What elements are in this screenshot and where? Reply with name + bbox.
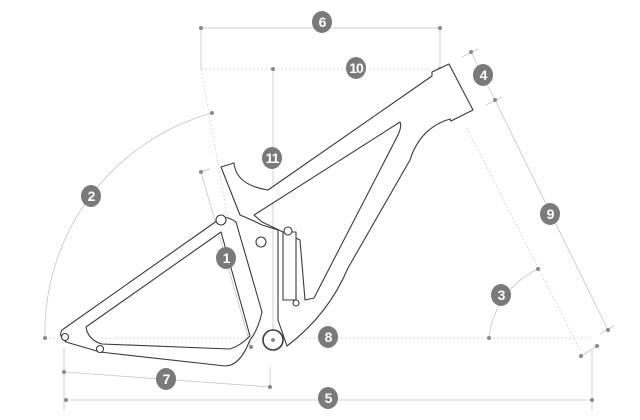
dimension-badge-4: 4 (473, 64, 493, 86)
dimension-badge-6: 6 (312, 11, 332, 33)
dimension-badge-5: 5 (318, 387, 338, 409)
dimension-badge-8: 8 (318, 326, 338, 348)
bike-frame (60, 63, 474, 367)
main-pivot (255, 236, 267, 248)
shock-mount (283, 226, 293, 236)
rear-triangle (60, 216, 263, 367)
lower-link-pivot (292, 299, 300, 307)
chainstay-pivot (95, 344, 105, 354)
dim-offset-line (580, 345, 598, 357)
dimension-badge-7: 7 (156, 368, 176, 390)
rear-shock (282, 231, 297, 301)
dimension-badge-3: 3 (491, 284, 511, 306)
dimension-badge-1: 1 (216, 247, 236, 269)
rocker-pivot (215, 214, 227, 226)
dropout-pivot (60, 332, 70, 342)
dimension-badge-11: 11 (262, 147, 282, 169)
head-angle-line (466, 127, 581, 351)
dimension-dots (43, 26, 610, 402)
seat-angle-line (200, 68, 252, 348)
dimension-badge-10: 10 (346, 57, 366, 79)
dim-6-line (200, 27, 441, 69)
dimension-badge-9: 9 (540, 203, 560, 225)
dim-2-arc (44, 112, 213, 339)
dimension-badge-2: 2 (81, 185, 101, 207)
